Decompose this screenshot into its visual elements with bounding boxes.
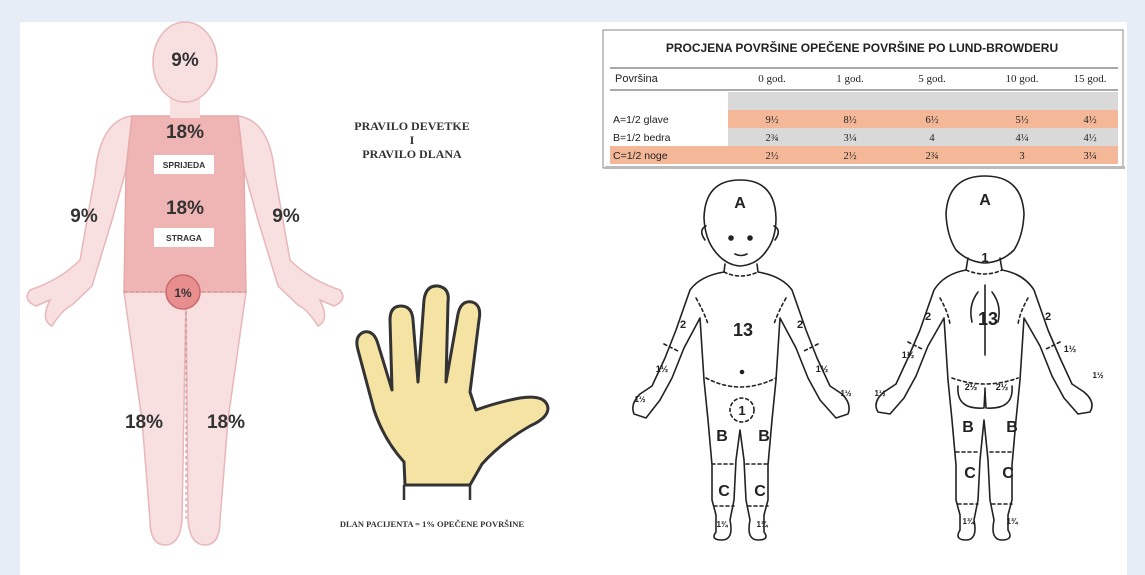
cell-a-4: 4½: [1083, 115, 1096, 126]
back-upperarm-l: 2: [925, 311, 931, 323]
front-label: SPRIJEDA: [163, 160, 206, 170]
back-hand-l: 1½: [874, 389, 885, 398]
back-foot-r: 1¾: [1006, 517, 1018, 526]
head-percent: 9%: [171, 50, 199, 71]
back-hand-r: 1½: [1092, 371, 1103, 380]
right-leg-percent: 18%: [207, 412, 245, 433]
back-label: STRAGA: [166, 233, 202, 243]
back-head-letter: A: [979, 192, 991, 209]
cell-b-0: 2¾: [765, 133, 778, 144]
back-upperarm-r: 2: [1045, 311, 1051, 323]
back-leg-l: C: [964, 465, 976, 482]
col-header-surface: Površina: [615, 73, 659, 85]
cell-b-3: 4¼: [1015, 133, 1028, 144]
lund-browder-table: PROCJENA POVRŠINE OPEČENE POVRŠINE PO LU…: [603, 30, 1125, 169]
back-buttock-r: 2½: [996, 382, 1009, 392]
rule-title-line3: PRAVILO DLANA: [362, 147, 462, 161]
cell-b-1: 3¼: [843, 133, 856, 144]
palm-caption: DLAN PACIJENTA = 1% OPEČENE POVRŠINE: [340, 519, 525, 529]
table-title: PROCJENA POVRŠINE OPEČENE POVRŠINE PO LU…: [666, 40, 1058, 55]
front-thigh-r: B: [758, 428, 770, 445]
cell-c-2: 2¾: [925, 151, 938, 162]
front-hand-l: 1½: [634, 395, 645, 404]
back-trunk-num: 13: [978, 309, 998, 329]
col-header-15y: 15 god.: [1074, 73, 1107, 85]
front-hand-r: 1½: [840, 389, 851, 398]
row-label-c: C=1/2 noge: [613, 150, 668, 162]
cell-c-4: 3¼: [1083, 151, 1096, 162]
row-label-a: A=1/2 glave: [613, 114, 669, 126]
front-trunk-num: 13: [733, 320, 753, 340]
front-forearm-r: 1½: [816, 364, 829, 374]
cell-a-1: 8½: [843, 115, 856, 126]
front-forearm-l: 1½: [656, 364, 669, 374]
cell-b-2: 4: [929, 133, 935, 144]
back-foot-l: 1¾: [962, 517, 974, 526]
back-trunk-percent: 18%: [166, 198, 204, 219]
genital-percent: 1%: [174, 286, 192, 300]
cell-c-0: 2½: [765, 151, 778, 162]
child-front-navel: [741, 371, 744, 374]
rule-title-line2: I: [410, 133, 415, 147]
back-forearm-l: 1½: [902, 350, 915, 360]
col-header-1y: 1 god.: [836, 73, 864, 85]
grey-band: [728, 92, 1118, 110]
back-thigh-l: B: [962, 419, 974, 436]
cell-b-4: 4½: [1083, 133, 1096, 144]
front-leg-l: C: [718, 483, 730, 500]
front-head-letter: A: [734, 195, 746, 212]
table-shadow: [605, 166, 1125, 169]
front-thigh-l: B: [716, 428, 728, 445]
rule-title-line1: PRAVILO DEVETKE: [354, 119, 469, 133]
front-trunk-percent: 18%: [166, 122, 204, 143]
cell-c-1: 2½: [843, 151, 856, 162]
back-buttock-l: 2½: [965, 382, 978, 392]
front-genital-num: 1: [738, 403, 745, 418]
left-leg-percent: 18%: [125, 412, 163, 433]
right-arm-percent: 9%: [272, 206, 300, 227]
child-front-eye-l: [729, 236, 733, 240]
left-arm-percent: 9%: [70, 206, 98, 227]
back-neck-num: 1: [981, 250, 988, 265]
front-leg-r: C: [754, 483, 766, 500]
back-forearm-r: 1½: [1064, 344, 1077, 354]
cell-c-3: 3: [1019, 151, 1024, 162]
col-header-5y: 5 god.: [918, 73, 946, 85]
front-upperarm-r: 2: [797, 319, 803, 331]
cell-a-3: 5½: [1015, 115, 1028, 126]
label-column-white: [610, 92, 728, 110]
child-front-eye-r: [748, 236, 752, 240]
cell-a-2: 6½: [925, 115, 938, 126]
col-header-0y: 0 god.: [758, 73, 786, 85]
front-foot-l: 1¾: [716, 520, 728, 529]
front-upperarm-l: 2: [680, 319, 686, 331]
back-thigh-r: B: [1006, 419, 1018, 436]
row-label-b: B=1/2 bedra: [613, 132, 671, 144]
back-leg-r: C: [1002, 465, 1014, 482]
cell-a-0: 9½: [765, 115, 778, 126]
front-foot-r: 1¾: [756, 520, 768, 529]
col-header-10y: 10 god.: [1006, 73, 1039, 85]
